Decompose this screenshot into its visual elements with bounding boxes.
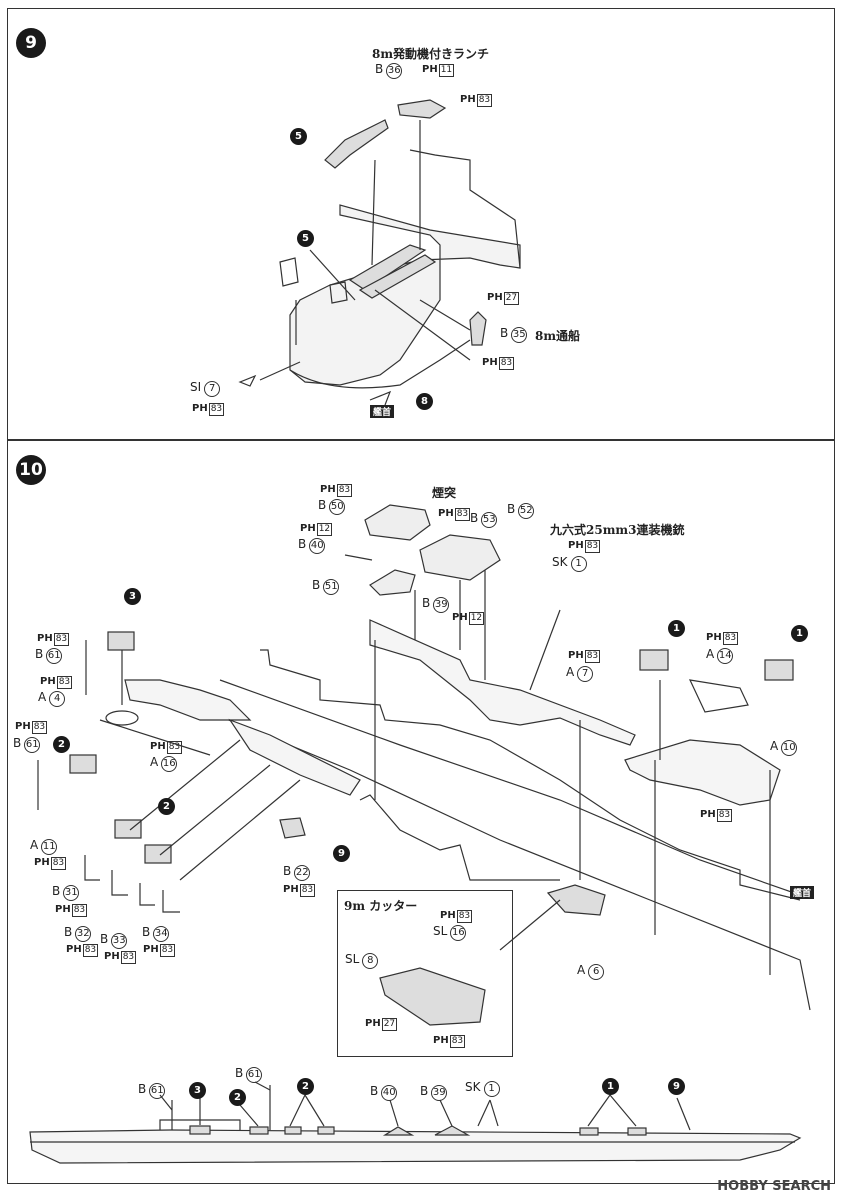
subassembly-callout: 1 [668,620,685,637]
subassembly-callout: 3 [189,1082,206,1099]
machine-gun-title: 九六式25mm3連装機銃 [550,523,685,537]
subassembly-callout: 2 [297,1078,314,1095]
step9-frame [7,8,835,440]
subassembly-callout: 9 [668,1078,685,1095]
boat-title: 8m通船 [535,329,581,343]
launch-title: 8m発動機付きランチ [372,47,490,61]
subassembly-callout: 1 [791,625,808,642]
step10-frame [7,440,835,1184]
subassembly-callout: 3 [124,588,141,605]
bow-direction-label: 艦首 [790,886,815,899]
cutter-title: 9m カッター [344,899,418,913]
subassembly-callout: 9 [333,845,350,862]
step-number-badge: 10 [16,455,46,485]
funnel-title: 煙突 [432,486,457,500]
subassembly-callout: 5 [297,230,314,247]
subassembly-callout: 2 [53,736,70,753]
cutter-inset-frame [337,890,513,1057]
subassembly-callout: 2 [229,1089,246,1106]
subassembly-callout: 5 [290,128,307,145]
bow-direction-label: 艦首 [370,405,395,418]
step-number-badge: 9 [16,28,46,58]
subassembly-callout: 8 [416,393,433,410]
watermark: HOBBY SEARCH [717,1179,831,1194]
subassembly-callout: 2 [158,798,175,815]
subassembly-callout: 1 [602,1078,619,1095]
